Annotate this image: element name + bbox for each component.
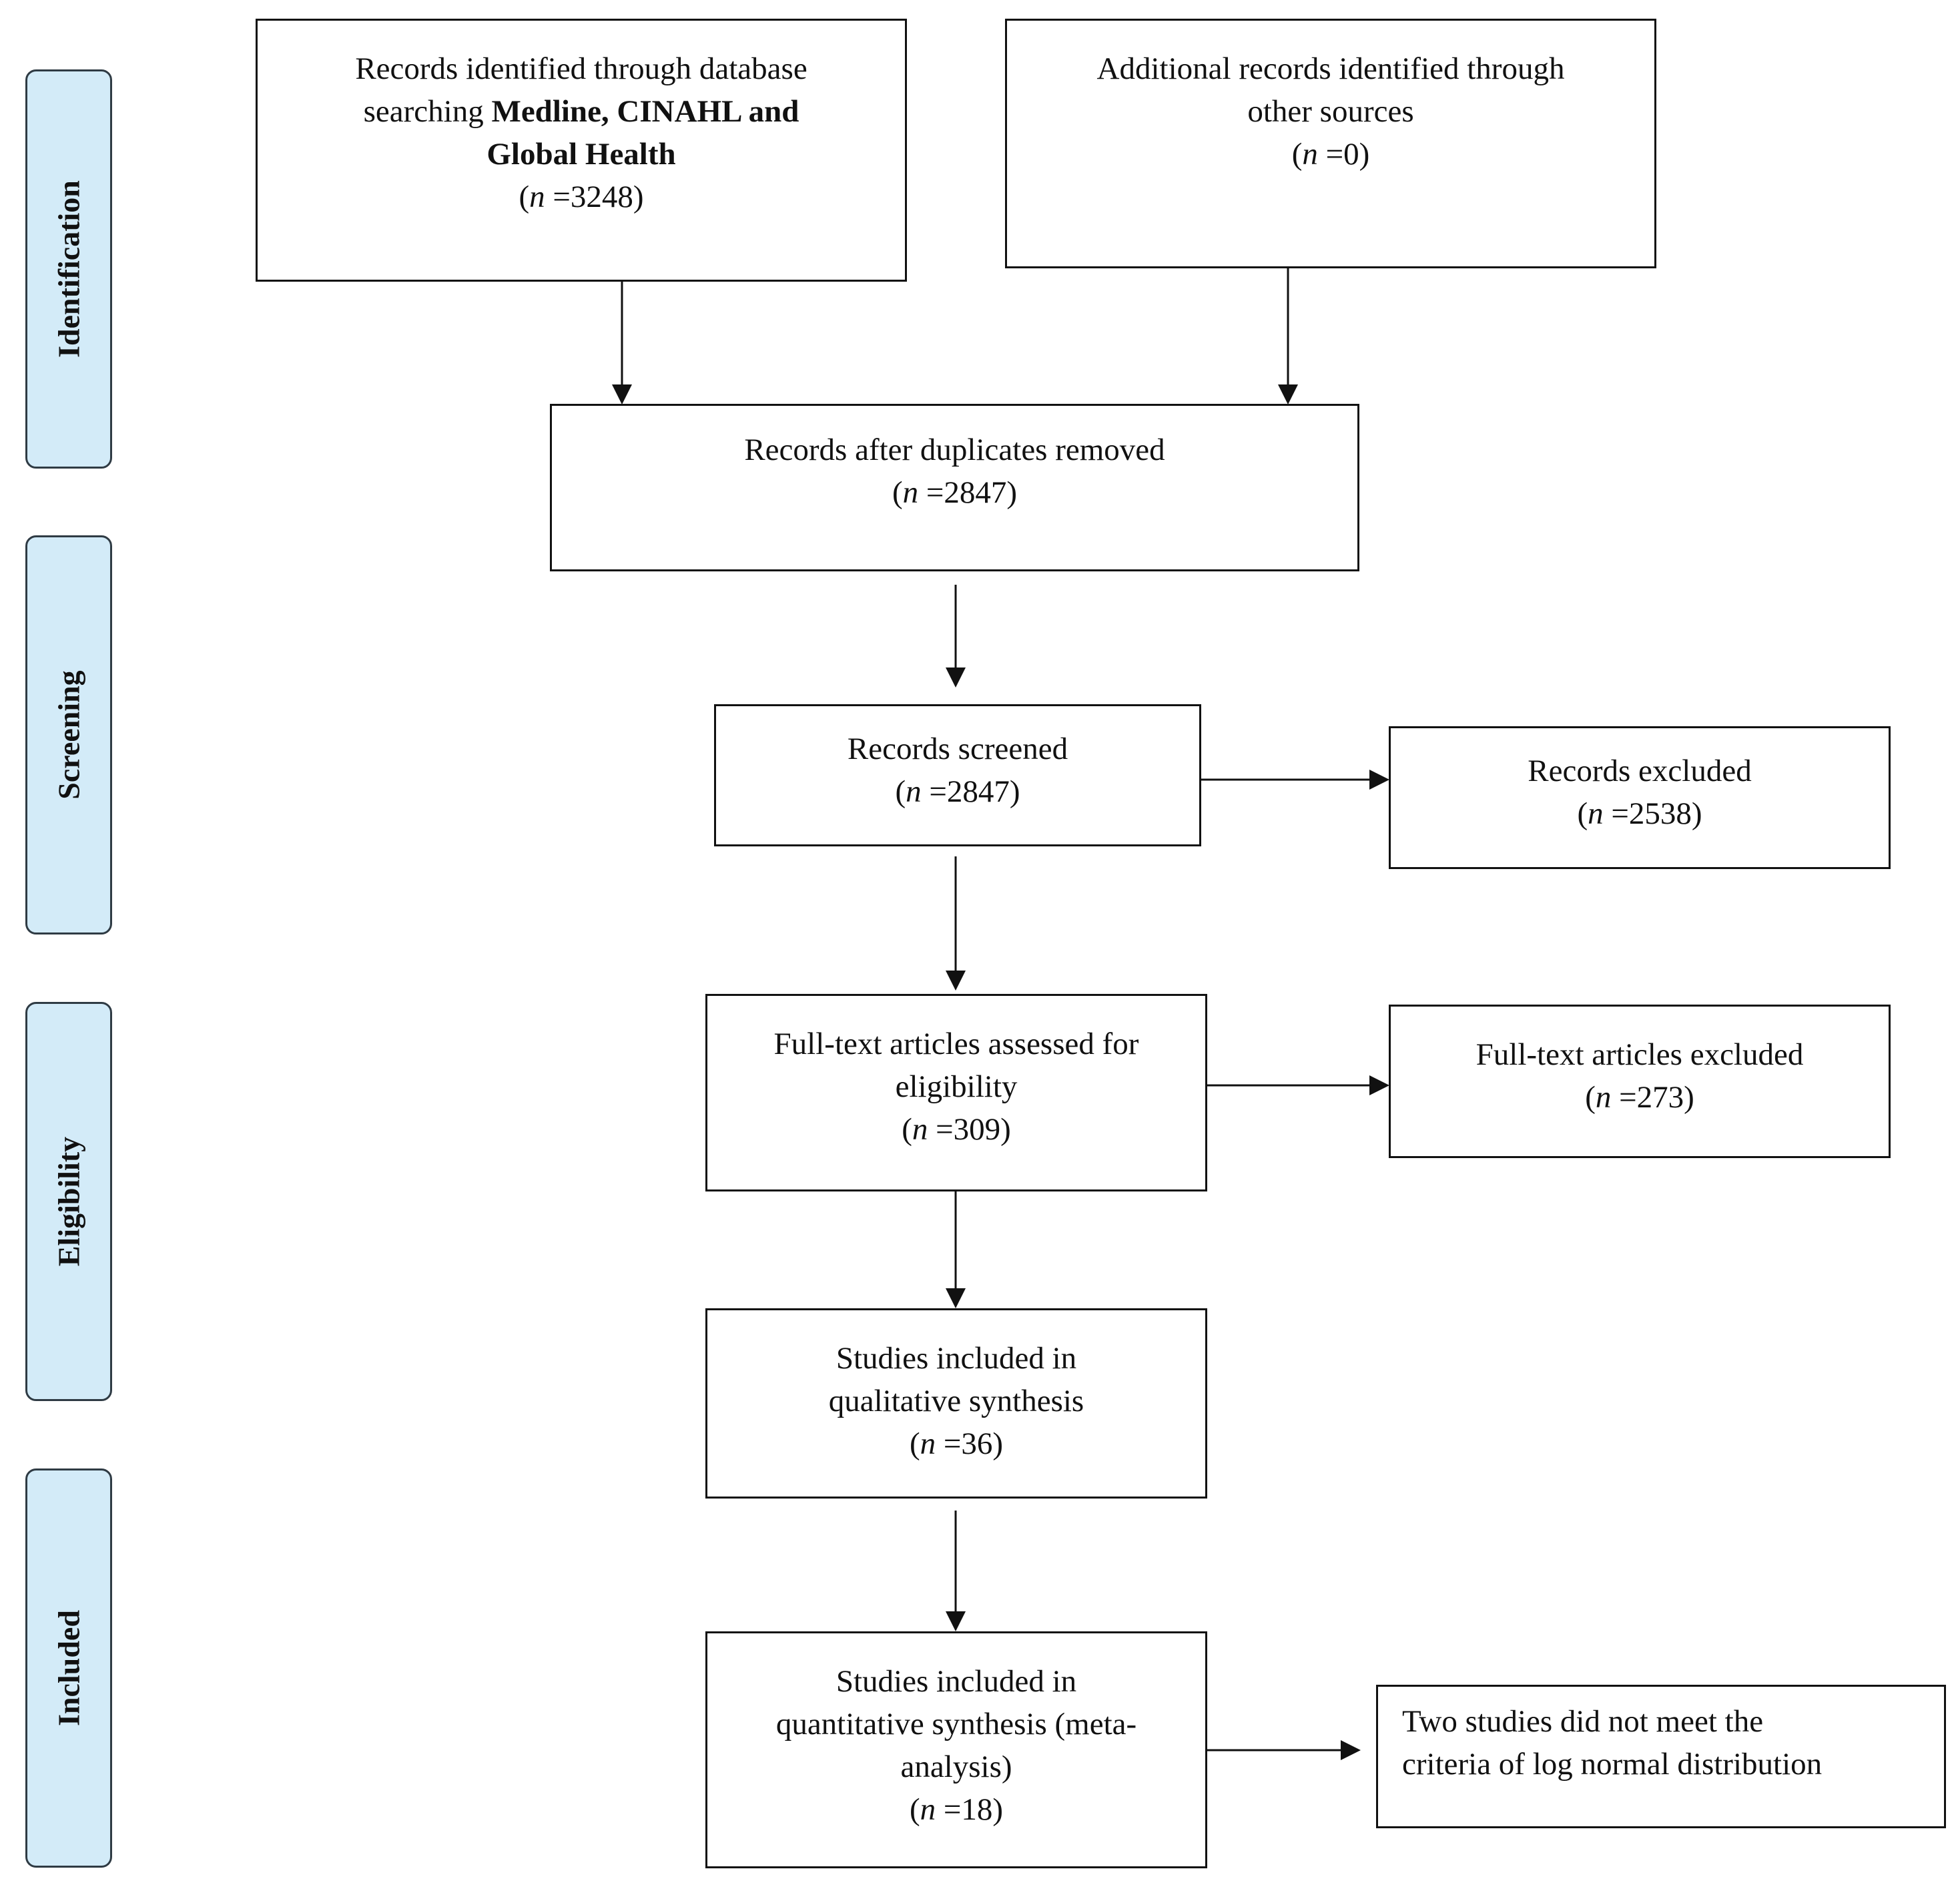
database-sources: Medline, CINAHL and [491,94,799,129]
phase-eligibility: Eligibility [25,1002,112,1401]
screened-line1: Records screened [847,732,1068,766]
box-fulltext-excluded: Full-text articles excluded (n =273) [1389,1005,1891,1158]
box-after-duplicates: Records after duplicates removed (n =284… [550,404,1359,571]
phase-included: Included [25,1468,112,1868]
duplicates-count: (n =2847) [892,475,1018,510]
duplicates-line1: Records after duplicates removed [744,433,1165,467]
phase-eligibility-label: Eligibility [51,1136,86,1267]
box-other-sources: Additional records identified through ot… [1005,19,1656,268]
fulltext-line2: eligibility [895,1069,1018,1104]
quantitative-line3: analysis) [900,1750,1012,1784]
fulltext-excluded-count: (n =273) [1585,1080,1694,1115]
note-line2: criteria of log normal distribution [1402,1747,1823,1782]
fulltext-count: (n =309) [902,1112,1011,1147]
other-line2: other sources [1247,94,1414,129]
quantitative-count: (n =18) [909,1792,1004,1827]
arrowhead-fulltext-excluded [1369,1075,1389,1095]
quantitative-line1: Studies included in [836,1664,1077,1699]
arrowhead-qualitative [946,1288,966,1308]
other-line1: Additional records identified through [1096,51,1565,86]
database-line3: Global Health [486,137,676,172]
arrowhead-excluded [1369,770,1389,790]
fulltext-excluded-line1: Full-text articles excluded [1476,1037,1804,1072]
database-count: (n =3248) [519,180,644,214]
box-database-records: Records identified through database sear… [256,19,907,282]
phase-identification: Identification [25,69,112,469]
fulltext-line1: Full-text articles assessed for [773,1027,1139,1061]
arrowhead-other [1278,384,1298,405]
qualitative-line2: qualitative synthesis [828,1384,1084,1418]
arrowhead-database [612,384,632,405]
arrowhead-quantitative [946,1611,966,1631]
qualitative-count: (n =36) [909,1426,1004,1461]
quantitative-line2: quantitative synthesis (meta- [775,1707,1137,1741]
arrowhead-screened [946,667,966,688]
phase-identification-label: Identification [51,180,86,358]
box-qualitative-synthesis: Studies included in qualitative synthesi… [705,1308,1207,1499]
excluded-line1: Records excluded [1528,754,1752,788]
box-excluded-note: Two studies did not meet the criteria of… [1376,1685,1946,1828]
excluded-count: (n =2538) [1577,796,1702,831]
screened-count: (n =2847) [895,774,1020,809]
phase-screening-label: Screening [51,670,86,800]
box-quantitative-synthesis: Studies included in quantitative synthes… [705,1631,1207,1868]
phase-included-label: Included [51,1610,86,1726]
qualitative-line1: Studies included in [836,1341,1077,1376]
database-line2: searching Medline, CINAHL and [363,94,799,129]
box-records-screened: Records screened (n =2847) [714,704,1201,846]
phase-screening: Screening [25,535,112,934]
arrowhead-note [1341,1740,1361,1760]
other-count: (n =0) [1291,137,1370,172]
arrowhead-fulltext [946,971,966,991]
note-line1: Two studies did not meet the [1402,1704,1764,1739]
box-records-excluded: Records excluded (n =2538) [1389,726,1891,869]
database-line1: Records identified through database [355,51,807,86]
box-fulltext-assessed: Full-text articles assessed for eligibil… [705,994,1207,1191]
